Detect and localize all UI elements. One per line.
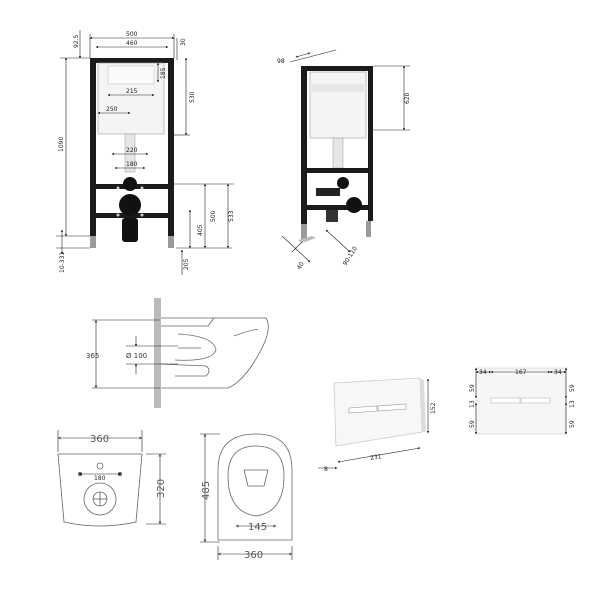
frame-side-view <box>298 66 373 243</box>
dim-diameter-100: Ø 100 <box>126 352 147 360</box>
bowl-top-outline <box>217 433 293 541</box>
flush-button-left <box>348 405 378 414</box>
frame-right-upright <box>168 58 174 236</box>
frame-right-foot <box>168 236 174 248</box>
drain-outlet <box>83 482 117 516</box>
dim-40: 40 <box>296 261 306 271</box>
side-frame-upright <box>301 66 307 224</box>
cistern-top-opening <box>107 65 155 85</box>
frame-front-view <box>90 58 174 248</box>
side-frame-top-rail <box>301 66 373 71</box>
dim-405: 405 <box>197 224 204 236</box>
dim-250: 250 <box>106 106 118 113</box>
dim-92-5: 92.5 <box>73 34 80 48</box>
dim-620: 620 <box>404 92 411 104</box>
drain-elbow <box>119 194 141 216</box>
dim-500: 500 <box>126 31 138 38</box>
bowl-back-outline <box>57 453 143 527</box>
dim-59d: 59 <box>469 420 476 428</box>
side-cistern-tank <box>309 71 367 139</box>
dim-180: 180 <box>126 161 138 168</box>
dim-90-110: 90-110 <box>342 245 359 267</box>
bowl-side-dimensions: 365 Ø 100 <box>86 319 178 389</box>
dim-485: 485 <box>201 481 212 500</box>
dim-13b: 13 <box>469 400 476 408</box>
front-button-right <box>520 397 551 404</box>
bowl-back-dimensions: 360 320 <box>57 430 167 525</box>
dim-1090: 1090 <box>58 137 65 152</box>
flush-button-right <box>377 403 407 412</box>
bowl-outline <box>161 317 269 389</box>
dim-220: 220 <box>126 147 138 154</box>
bowl-top-view <box>217 433 293 541</box>
side-frame-back-upright <box>368 66 373 221</box>
dim-533: 533 <box>228 210 235 222</box>
dim-500b: 500 <box>210 210 217 222</box>
frame-top-rail <box>90 58 174 63</box>
frame-left-upright <box>90 58 96 236</box>
dim-360-back: 360 <box>90 434 109 445</box>
dim-231: 231 <box>370 453 382 462</box>
frame-left-foot <box>90 236 96 248</box>
dim-152: 152 <box>430 402 437 414</box>
wall-section <box>154 298 161 408</box>
dim-59a: 59 <box>569 384 576 392</box>
flush-plate-front <box>475 367 567 435</box>
front-button-left <box>490 397 521 404</box>
flush-plate-perspective <box>333 377 426 447</box>
dim-360-top: 360 <box>244 550 263 561</box>
water-inlet-connector <box>123 177 137 191</box>
drain-pipe <box>122 218 138 242</box>
dim-98: 98 <box>277 58 285 65</box>
flush-plate-dimensions: 152 231 8 <box>318 378 437 473</box>
dim-10-331: 10-331 <box>59 252 66 273</box>
dim-185: 185 <box>160 67 167 79</box>
dim-30: 30 <box>180 38 187 46</box>
dim-59c: 59 <box>469 384 476 392</box>
dim-320: 320 <box>156 479 167 498</box>
dim-59b: 59 <box>569 420 576 428</box>
dim-460: 460 <box>126 40 138 47</box>
dim-34b: 34 <box>554 369 562 376</box>
dim-34a: 34 <box>479 369 487 376</box>
dim-13: 13 <box>569 400 576 408</box>
frame-front-dimensions: 500 460 92.5 30 185 530 215 250 1090 220… <box>56 30 235 275</box>
dim-180-bolts: 180 <box>94 475 106 482</box>
dim-145: 145 <box>248 522 267 533</box>
dim-215: 215 <box>126 88 138 95</box>
bowl-side-view <box>154 298 269 408</box>
flush-plate-front-dimensions: 34 167 34 59 13 59 59 59 13 <box>469 367 576 435</box>
dim-365: 365 <box>86 352 99 360</box>
dim-167: 167 <box>515 369 527 376</box>
dim-8: 8 <box>324 466 328 473</box>
dim-205: 205 <box>183 258 190 270</box>
dim-530: 530 <box>189 91 196 103</box>
bowl-back-view: 180 <box>57 453 143 527</box>
bowl-top-dimensions: 485 145 360 <box>200 433 293 561</box>
flush-plate-face <box>333 377 423 447</box>
water-inlet-hole <box>96 462 104 470</box>
